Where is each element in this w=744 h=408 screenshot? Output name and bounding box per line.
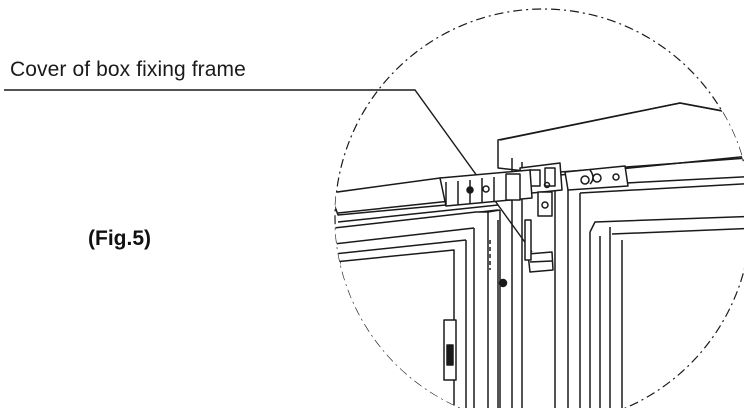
- left-cabinet-rail: [335, 169, 533, 229]
- left-door-frame: [335, 209, 508, 408]
- figure-label: (Fig.5): [88, 227, 151, 250]
- cabinet-top: [497, 102, 744, 408]
- box-fixing-frame-cover: [524, 219, 554, 273]
- appliance-drawing: [335, 102, 744, 408]
- right-door-frame: [554, 156, 744, 408]
- hinge-assembly: [519, 162, 629, 217]
- detail-circle: [334, 8, 744, 408]
- callout-label: Cover of box fixing frame: [10, 58, 246, 81]
